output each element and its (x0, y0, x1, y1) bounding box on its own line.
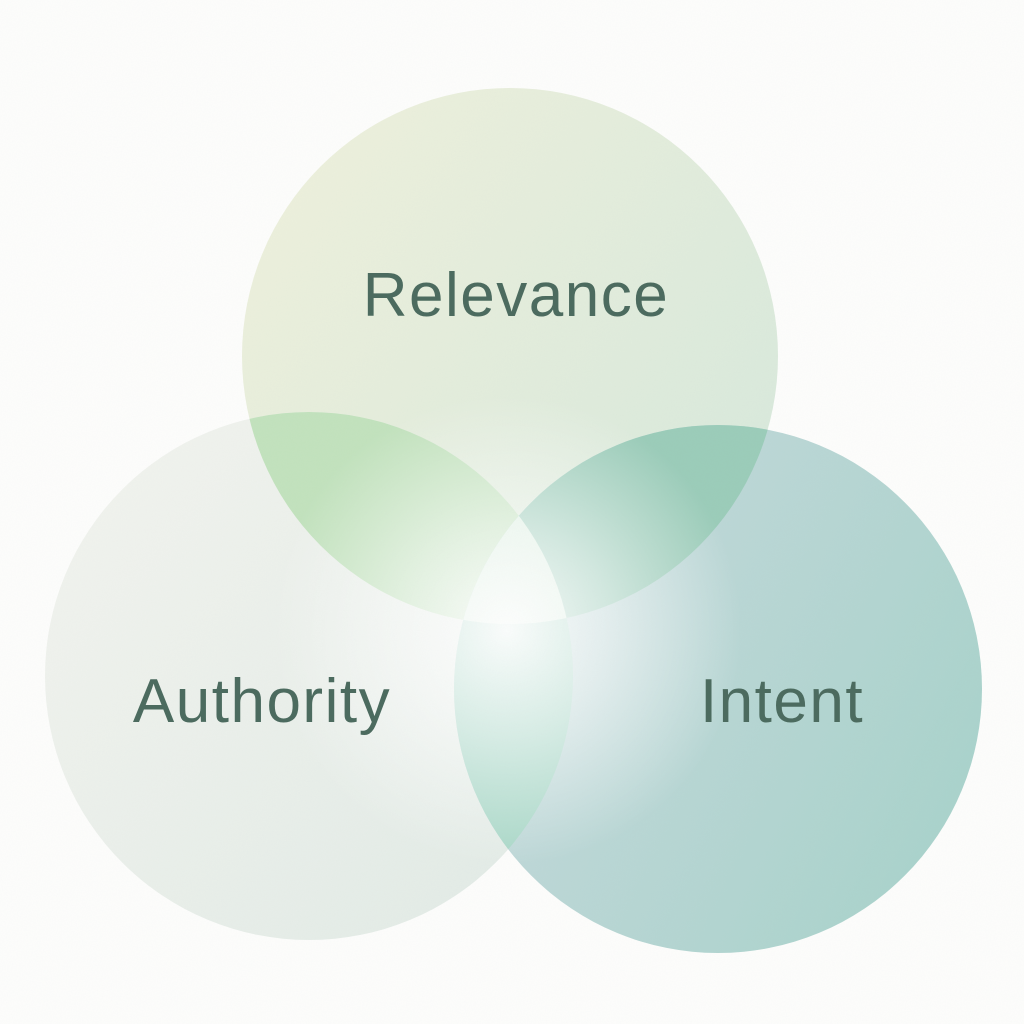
intent-label: Intent (700, 667, 864, 736)
relevance-label: Relevance (363, 261, 669, 330)
authority-label: Authority (133, 667, 391, 736)
